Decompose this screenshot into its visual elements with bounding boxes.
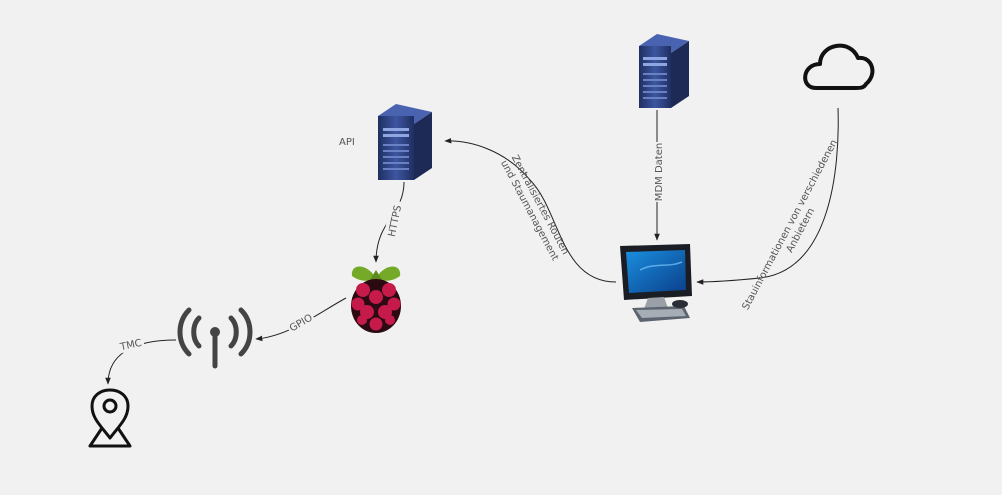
- edge-label-tmc: TMC: [118, 338, 143, 353]
- edge-label-traffic-line1: Stauinformationen von verschiedenen: [741, 138, 840, 312]
- location-pin-icon: [88, 388, 132, 448]
- edge-traffic: [696, 107, 839, 285]
- api-label: API: [339, 137, 355, 148]
- raspberry-pi-icon: [351, 266, 401, 333]
- antenna-icon: [177, 307, 253, 369]
- edge-routing: [444, 137, 617, 283]
- edge-label-mdm: MDM Daten: [654, 143, 665, 201]
- server-icon: [378, 104, 432, 180]
- cloud-icon: [803, 43, 875, 90]
- server-icon: [639, 34, 689, 108]
- computer-monitor-icon: [620, 244, 692, 322]
